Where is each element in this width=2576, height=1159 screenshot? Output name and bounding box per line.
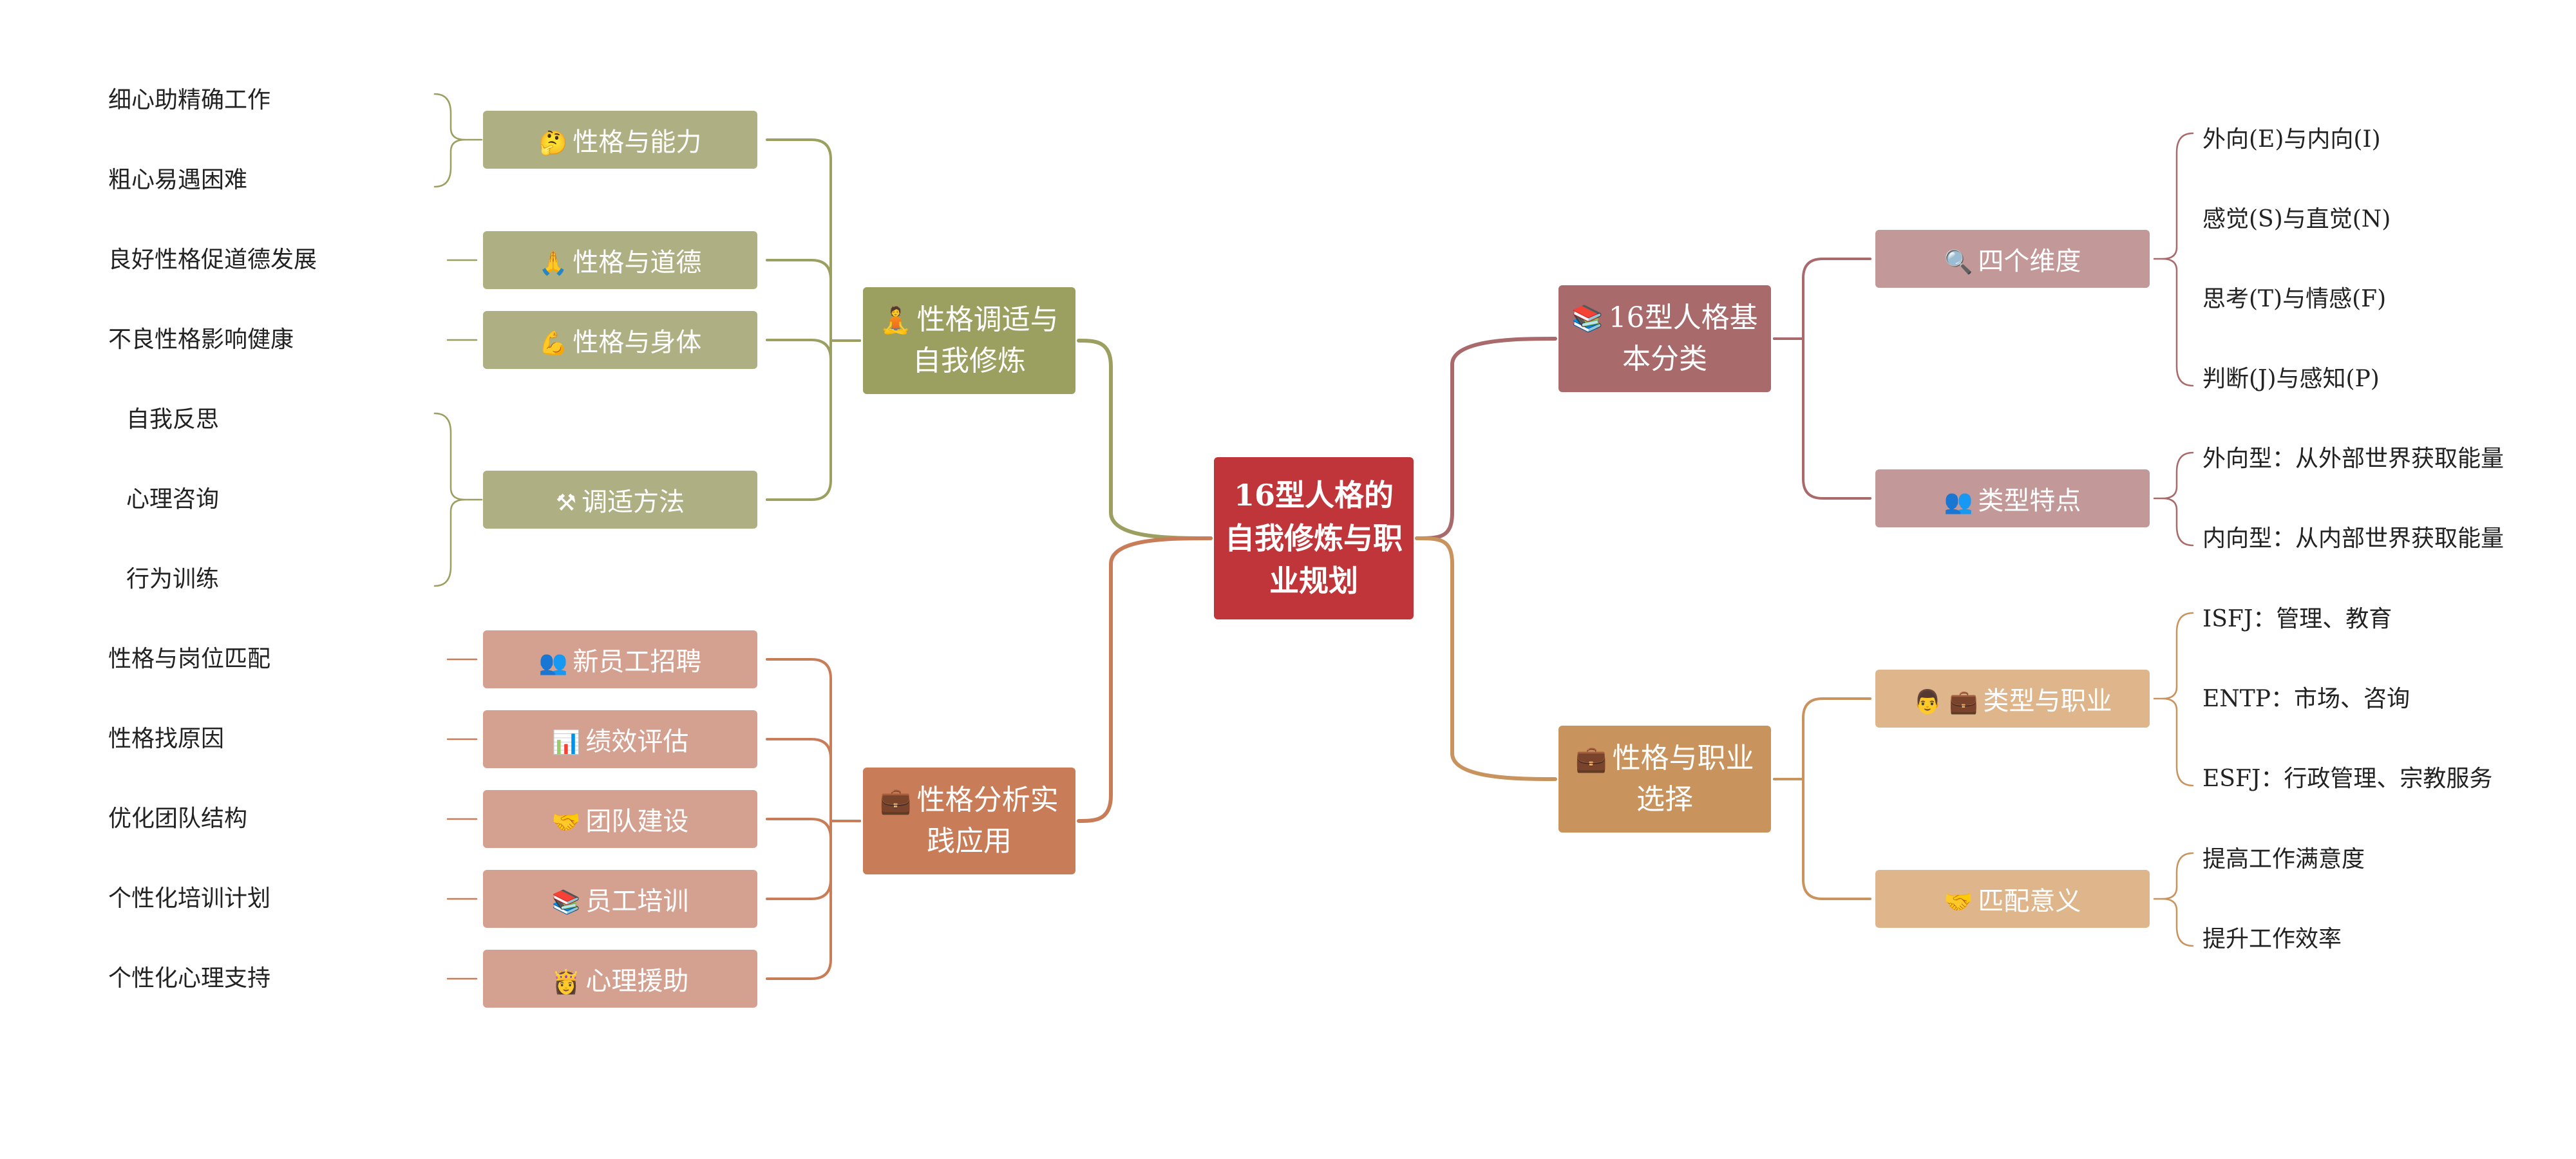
leaf-text: 个性化心理支持	[108, 965, 271, 992]
child-node-right-0-1[interactable]: 👥类型特点	[1875, 469, 2150, 527]
child-node-left-1-3[interactable]: 📚员工培训	[483, 870, 757, 928]
branch-to-child-line	[766, 820, 861, 900]
leaf-text: 外向型：从外部世界获取能量	[2202, 446, 2505, 472]
leaf-text: 心理咨询	[126, 486, 220, 513]
branch-to-child-line	[766, 820, 861, 980]
child-node-left-1-4[interactable]: 👸心理援助	[483, 950, 757, 1008]
child-node-right-1-0[interactable]: 👨 💼类型与职业	[1875, 670, 2150, 728]
leaf-text: 良好性格促道德发展	[108, 247, 317, 273]
leaf-brace	[2162, 451, 2194, 547]
leaf-text: 提升工作效率	[2202, 926, 2342, 952]
handshake-icon: 🤝	[1944, 889, 1973, 916]
branch-to-child-line	[766, 138, 861, 342]
leaf-brace	[2162, 612, 2194, 787]
branch-to-child-line	[766, 339, 861, 360]
meditation-icon: 🧘	[880, 306, 912, 336]
child-node-left-1-1-label: 绩效评估	[585, 727, 689, 757]
child-node-left-1-1[interactable]: 📊绩效评估	[483, 710, 757, 768]
child-node-left-1-4-label: 心理援助	[585, 966, 689, 996]
child-node-right-1-1[interactable]: 🤝匹配意义	[1875, 870, 2150, 928]
person-briefcase-icon: 👨 💼	[1913, 689, 1978, 715]
child-node-left-0-3[interactable]: ⚒调适方法	[483, 471, 757, 529]
branch-node-left-0-label: 性格调适与自我修炼	[913, 303, 1059, 377]
leaf-text: 性格与岗位匹配	[108, 646, 271, 672]
child-node-left-1-0-label: 新员工招聘	[573, 647, 702, 677]
child-node-right-1-0-label: 类型与职业	[1983, 686, 2112, 716]
root-to-branch-line	[1077, 536, 1213, 823]
child-node-left-1-2-label: 团队建设	[585, 807, 689, 836]
branch-to-child-line	[766, 738, 861, 822]
leaf-brace	[2162, 852, 2194, 947]
leaf-text: 行为训练	[126, 566, 220, 592]
thinking-face-icon: 🤔	[538, 130, 568, 156]
flexed-bicep-icon: 💪	[538, 330, 568, 357]
child-node-left-0-2[interactable]: 💪性格与身体	[483, 311, 757, 369]
root-to-branch-line	[1415, 536, 1557, 781]
leaf-text: 外向(E)与内向(I)	[2202, 126, 2381, 153]
child-node-left-0-0[interactable]: 🤔性格与能力	[483, 111, 757, 169]
books-icon: 📚	[551, 889, 581, 916]
root-to-branch-line	[1415, 337, 1557, 540]
leaf-text: 优化团队结构	[108, 806, 248, 832]
helper-person-icon: 👸	[551, 969, 581, 995]
magnifier-icon: 🔍	[1944, 249, 1973, 276]
leaf-text: 思考(T)与情感(F)	[2202, 286, 2387, 312]
handshake-icon: 🤝	[551, 809, 581, 836]
branch-to-child-line	[766, 339, 861, 501]
branch-node-left-1[interactable]: 💼性格分析实践应用	[863, 768, 1075, 874]
people-icon: 👥	[538, 650, 568, 676]
briefcase-icon: 💼	[1575, 744, 1607, 775]
branch-to-child-line	[766, 658, 861, 822]
child-node-left-1-0[interactable]: 👥新员工招聘	[483, 630, 757, 688]
leaf-brace	[2162, 132, 2194, 387]
folded-hands-icon: 🙏	[538, 250, 568, 277]
root-to-branch-line	[1077, 339, 1213, 540]
leaf-brace	[433, 93, 466, 188]
child-node-right-1-1-label: 匹配意义	[1978, 887, 2081, 916]
leaf-text: ESFJ：行政管理、宗教服务	[2202, 766, 2493, 792]
leaf-text: 细心助精确工作	[108, 87, 271, 113]
branch-to-child-line	[1773, 778, 1871, 900]
leaf-text: ISFJ：管理、教育	[2202, 606, 2392, 632]
branch-node-right-0-label: 16型人格基本分类	[1608, 301, 1758, 375]
leaf-text: 不良性格影响健康	[108, 326, 294, 353]
people-icon: 👥	[1944, 489, 1973, 515]
branch-to-child-line	[1773, 337, 1871, 500]
bar-chart-icon: 📊	[551, 730, 581, 756]
branch-to-child-line	[1773, 258, 1871, 340]
root-title: 16型人格的自我修炼与职业规划	[1225, 477, 1403, 599]
branch-node-left-0[interactable]: 🧘性格调适与自我修炼	[863, 287, 1075, 394]
root-node[interactable]: 16型人格的自我修炼与职业规划	[1214, 457, 1414, 619]
child-node-left-1-3-label: 员工培训	[585, 887, 689, 916]
briefcase-icon: 💼	[880, 786, 912, 816]
branch-node-left-1-label: 性格分析实践应用	[916, 784, 1059, 858]
branch-node-right-1-label: 性格与职业选择	[1612, 742, 1754, 816]
leaf-text: 个性化培训计划	[108, 885, 271, 912]
leaf-text: 自我反思	[126, 406, 220, 433]
hammer-pick-icon: ⚒	[555, 490, 577, 516]
child-node-right-0-1-label: 类型特点	[1978, 486, 2081, 516]
branch-to-child-line	[1773, 697, 1871, 780]
leaf-text: 内向型：从内部世界获取能量	[2202, 525, 2505, 552]
leaf-text: 感觉(S)与直觉(N)	[2202, 206, 2391, 232]
books-icon: 📚	[1571, 304, 1604, 334]
leaf-text: 提高工作满意度	[2202, 846, 2365, 872]
child-node-left-0-3-label: 调适方法	[582, 487, 685, 517]
branch-node-right-0[interactable]: 📚16型人格基本分类	[1558, 285, 1771, 392]
child-node-left-0-2-label: 性格与身体	[573, 328, 702, 357]
leaf-text: 性格找原因	[108, 726, 225, 752]
child-node-left-1-2[interactable]: 🤝团队建设	[483, 790, 757, 848]
leaf-text: 粗心易遇困难	[108, 167, 248, 193]
leaf-brace	[433, 412, 466, 587]
child-node-left-0-0-label: 性格与能力	[573, 127, 702, 157]
leaf-text: 判断(J)与感知(P)	[2202, 366, 2380, 392]
child-node-left-0-1[interactable]: 🙏性格与道德	[483, 231, 757, 289]
child-node-right-0-0[interactable]: 🔍四个维度	[1875, 230, 2150, 288]
branch-node-right-1[interactable]: 💼性格与职业选择	[1558, 726, 1771, 833]
leaf-text: ENTP：市场、咨询	[2202, 686, 2410, 712]
branch-to-child-line	[766, 259, 861, 342]
child-node-left-0-1-label: 性格与道德	[573, 248, 702, 278]
child-node-right-0-0-label: 四个维度	[1978, 247, 2081, 276]
